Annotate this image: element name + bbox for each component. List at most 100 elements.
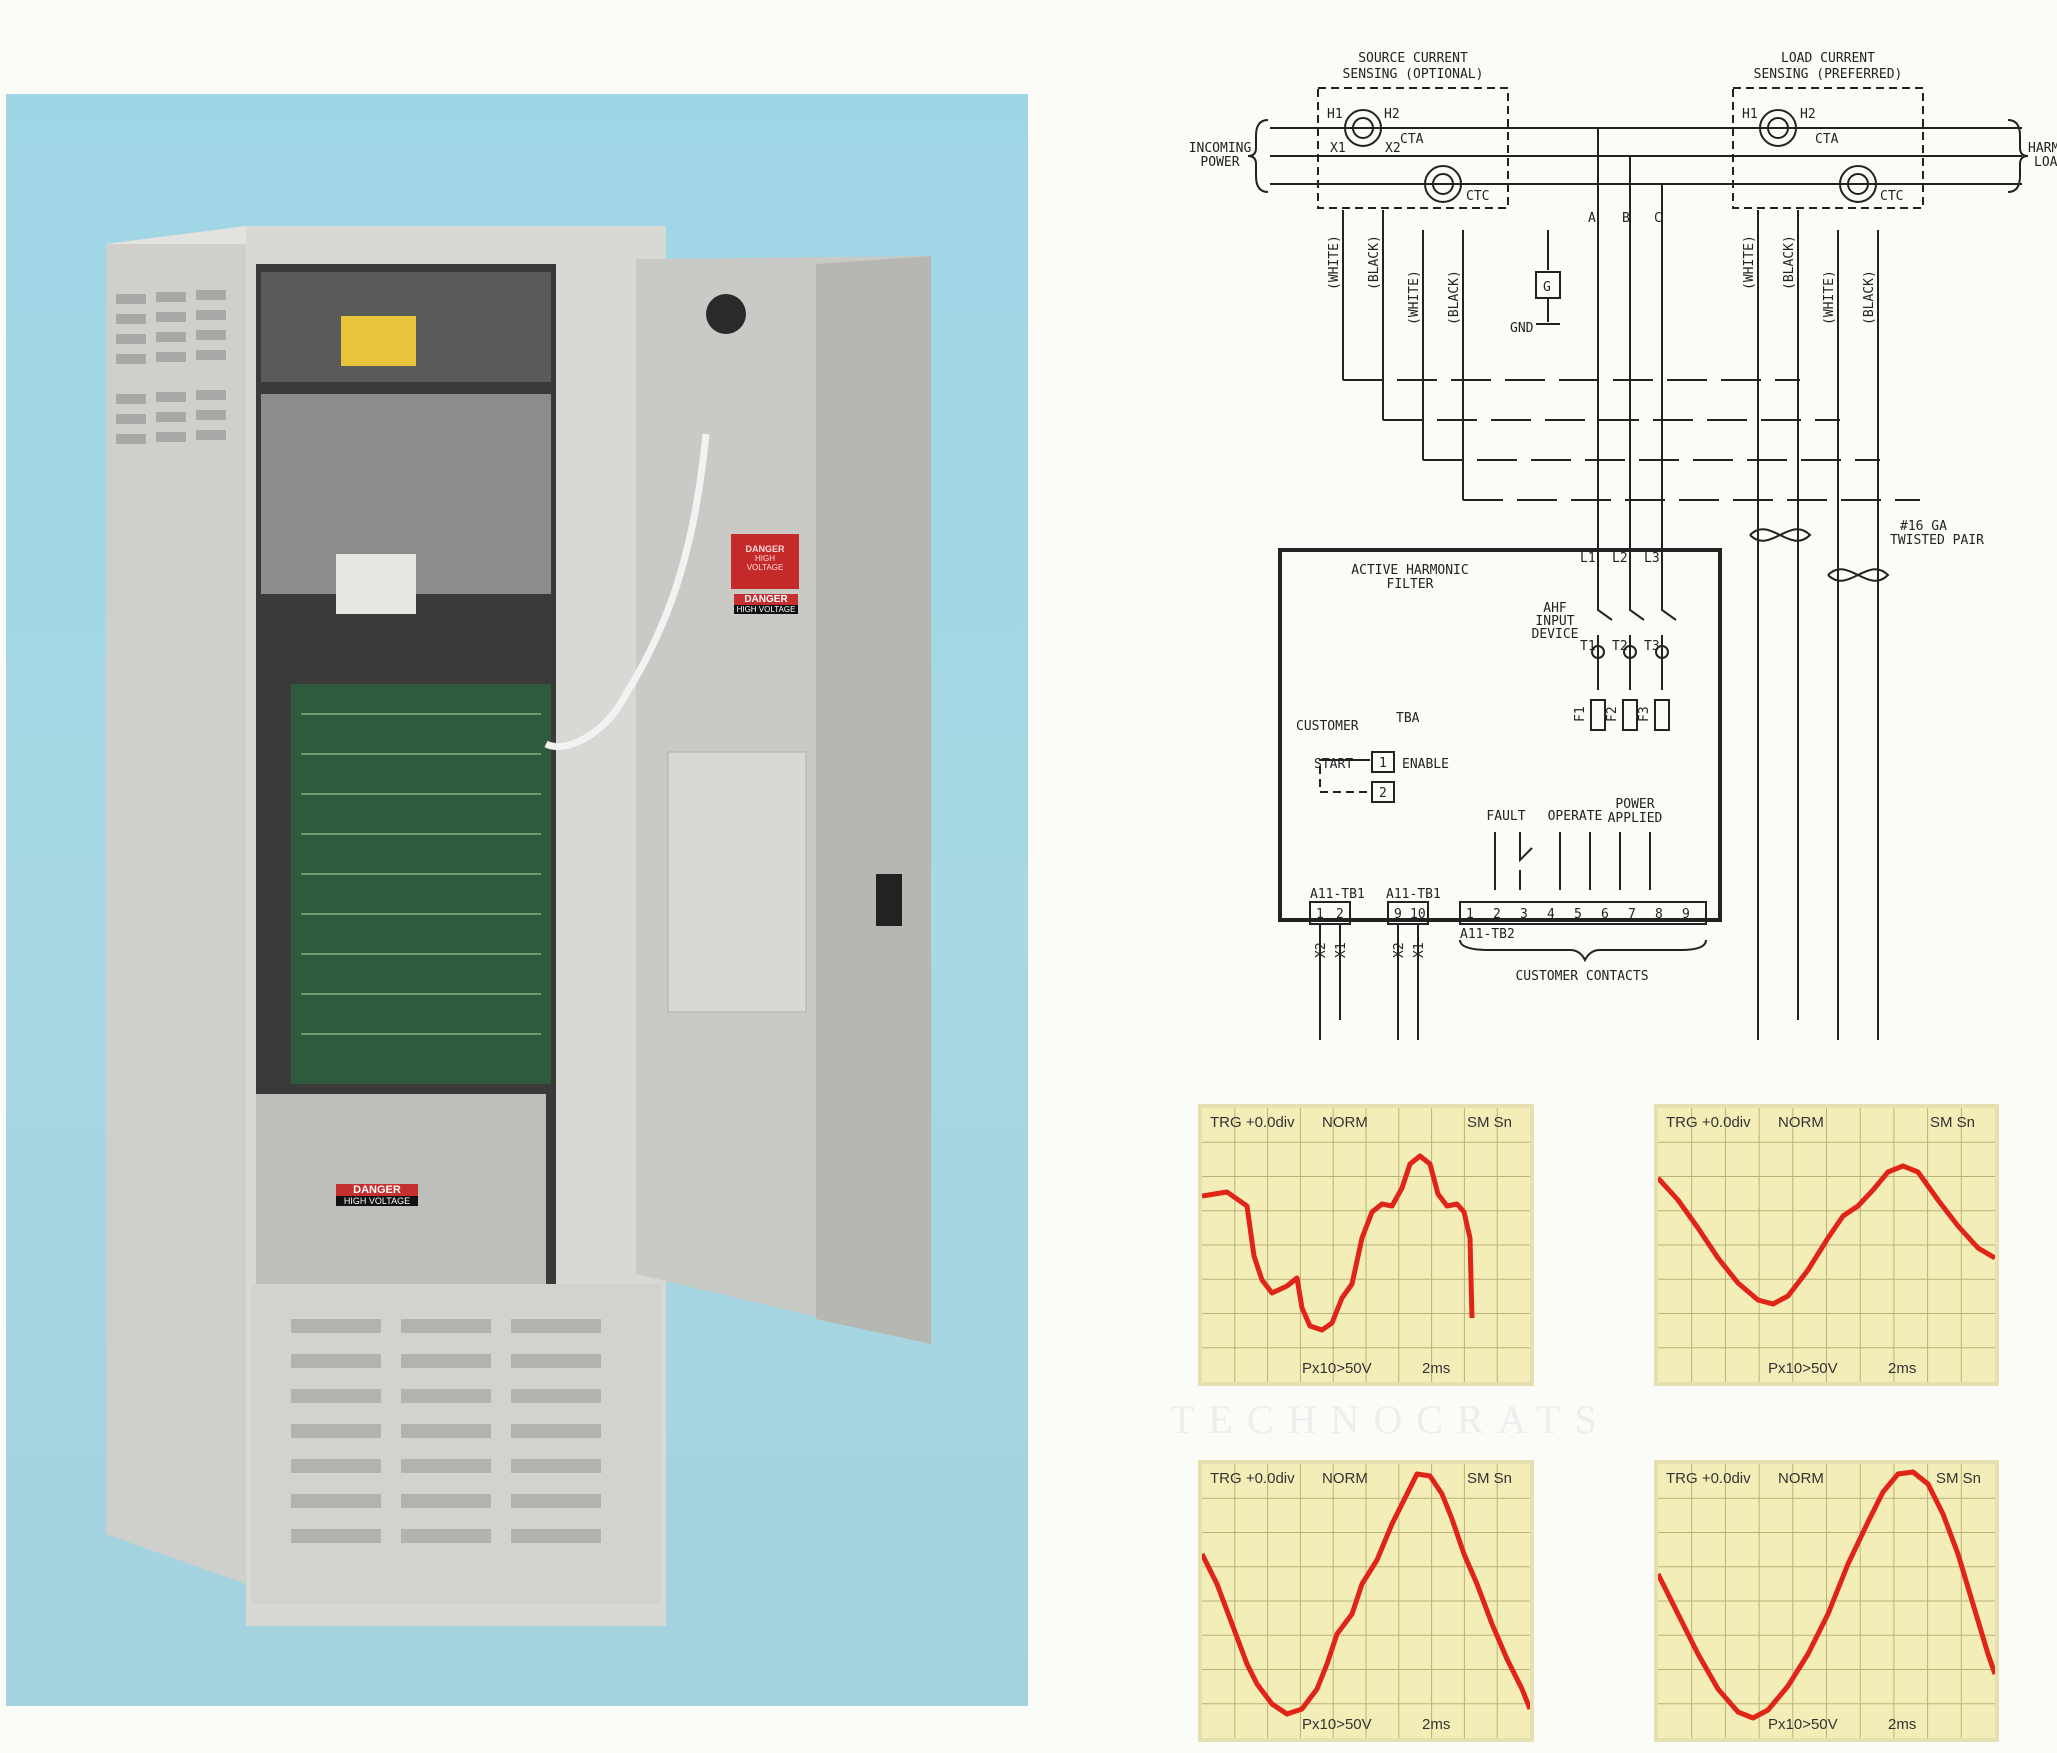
wire-black-4: (BLACK) [1862, 270, 1877, 325]
watermark: TECHNOCRATS [1170, 1397, 1611, 1442]
source-sensing-label-1: SOURCE CURRENT [1358, 51, 1468, 66]
time-label-2: 2ms [1888, 1360, 1917, 1377]
customer-label: CUSTOMER [1296, 719, 1359, 734]
time-label-1: 2ms [1422, 1360, 1451, 1377]
time-label-4: 2ms [1888, 1716, 1917, 1733]
tb2-label: A11-TB2 [1460, 927, 1515, 942]
customer-contacts-label: CUSTOMER CONTACTS [1515, 969, 1648, 984]
lead-x2: X2 [1314, 942, 1329, 958]
l2-label: L2 [1612, 551, 1628, 566]
ct-h2-load: H2 [1800, 107, 1816, 122]
wire-white-2: (WHITE) [1407, 270, 1422, 325]
trg-label-3: TRG +0.0div [1210, 1470, 1295, 1487]
scope-grid-2 [1658, 1108, 1995, 1382]
load-sensing-label-1: LOAD CURRENT [1781, 51, 1875, 66]
danger-label-door-upper: DANGER HIGH VOLTAGE [736, 544, 794, 572]
scope-grid-4 [1658, 1464, 1995, 1738]
terminal: 2 [1493, 907, 1501, 922]
scope-panel-3: TRG +0.0div NORM SM Sn Px10>50V 2ms [1198, 1460, 1534, 1742]
terminal: 5 [1574, 907, 1582, 922]
wire-white-4: (WHITE) [1822, 270, 1837, 325]
trg-label-4: TRG +0.0div [1666, 1470, 1751, 1487]
px-label-4: Px10>50V [1768, 1716, 1838, 1733]
scope-panel-4: TRG +0.0div NORM SM Sn Px10>50V 2ms [1654, 1460, 1999, 1742]
scope-panel-2: TRG +0.0div NORM SM Sn Px10>50V 2ms [1654, 1104, 1999, 1386]
contact-operate: OPERATE [1548, 809, 1603, 824]
danger-title: DANGER [336, 1184, 418, 1196]
sm-label-3: SM Sn [1467, 1470, 1513, 1487]
px-label-3: Px10>50V [1302, 1716, 1372, 1733]
enable-label: ENABLE [1402, 757, 1449, 772]
ahf-title-2: FILTER [1387, 577, 1434, 592]
terminal: 2 [1336, 907, 1344, 922]
t1-label: T1 [1580, 639, 1596, 654]
tb1-label-a: A11-TB1 [1310, 887, 1365, 902]
wiring-diagram-svg: H1 H2 X1 X2 CTA CTC H1 H2 CTA CTC SOURCE… [1189, 51, 2057, 1060]
f3-label: F3 [1637, 706, 1652, 722]
lead-x1-b: X1 [1412, 942, 1427, 958]
load-sensing-label-2: SENSING (PREFERRED) [1754, 67, 1903, 82]
ahf-input-1: AHF [1543, 601, 1567, 616]
ct-ctc: CTC [1466, 189, 1489, 204]
lead-x1: X1 [1334, 942, 1349, 958]
ct-ctc-load: CTC [1880, 189, 1903, 204]
phase-b: B [1622, 211, 1630, 226]
wire-white-1: (WHITE) [1327, 235, 1342, 290]
wire-white-3: (WHITE) [1742, 235, 1757, 290]
gnd-label: GND [1510, 321, 1534, 336]
wire-black-3: (BLACK) [1782, 235, 1797, 290]
danger-label-door: DANGER HIGH VOLTAGE [734, 594, 798, 614]
f1-label: F1 [1573, 706, 1588, 722]
source-sensing-label-2: SENSING (OPTIONAL) [1343, 67, 1484, 82]
phase-a: A [1588, 211, 1596, 226]
phase-c: C [1654, 211, 1662, 226]
mode-label-4: NORM [1778, 1470, 1824, 1487]
ct-cta-load: CTA [1815, 132, 1839, 147]
danger-title: DANGER [745, 544, 785, 554]
ahf-title-1: ACTIVE HARMONIC [1351, 563, 1468, 578]
ground-symbol: G [1543, 280, 1551, 295]
ct-x1: X1 [1330, 141, 1346, 156]
incoming-power-label-2: POWER [1200, 155, 1239, 170]
px-label-1: Px10>50V [1302, 1360, 1372, 1377]
danger-label-cabinet: DANGER HIGH VOLTAGE [336, 1184, 418, 1206]
danger-subtitle: HIGH VOLTAGE [746, 554, 784, 572]
tba-2: 2 [1379, 786, 1387, 801]
terminal: 8 [1655, 907, 1663, 922]
mode-label-1: NORM [1322, 1114, 1368, 1131]
contact-power-2: APPLIED [1608, 811, 1663, 826]
ct-cta: CTA [1400, 132, 1424, 147]
wire-black-2: (BLACK) [1447, 270, 1462, 325]
danger-title: DANGER [734, 594, 798, 605]
ct-h1: H1 [1327, 107, 1343, 122]
twisted-pair-label-2: TWISTED PAIR [1890, 533, 1984, 548]
wiring-diagram: H1 H2 X1 X2 CTA CTC H1 H2 CTA CTC SOURCE… [1160, 40, 2057, 1060]
t2-label: T2 [1612, 639, 1628, 654]
terminal: 3 [1520, 907, 1528, 922]
terminal: 9 [1394, 907, 1402, 922]
time-label-3: 2ms [1422, 1716, 1451, 1733]
f2-label: F2 [1605, 706, 1620, 722]
trg-label-1: TRG +0.0div [1210, 1114, 1295, 1131]
mode-label-2: NORM [1778, 1114, 1824, 1131]
danger-subtitle: HIGH VOLTAGE [336, 1196, 418, 1206]
ahf-input-2: INPUT [1535, 614, 1574, 629]
mode-label-3: NORM [1322, 1470, 1368, 1487]
sm-label-4: SM Sn [1936, 1470, 1982, 1487]
waveform-trace-2 [1658, 1163, 1995, 1307]
ct-h2: H2 [1384, 107, 1400, 122]
l1-label: L1 [1580, 551, 1596, 566]
contact-power-1: POWER [1615, 797, 1654, 812]
terminal: 9 [1682, 907, 1690, 922]
l3-label: L3 [1644, 551, 1660, 566]
contact-fault: FAULT [1486, 809, 1525, 824]
ct-h1-load: H1 [1742, 107, 1758, 122]
filter-cabinet-illustration [106, 226, 931, 1626]
twisted-pair-label-1: #16 GA [1900, 519, 1947, 534]
terminal: 1 [1316, 907, 1324, 922]
danger-subtitle: HIGH VOLTAGE [734, 605, 798, 614]
product-photo: DANGER HIGH VOLTAGE DANGER HIGH VOLTAGE … [6, 94, 1028, 1706]
tba-label: TBA [1396, 711, 1420, 726]
t3-label: T3 [1644, 639, 1660, 654]
waveform-trace-4 [1658, 1469, 1995, 1721]
